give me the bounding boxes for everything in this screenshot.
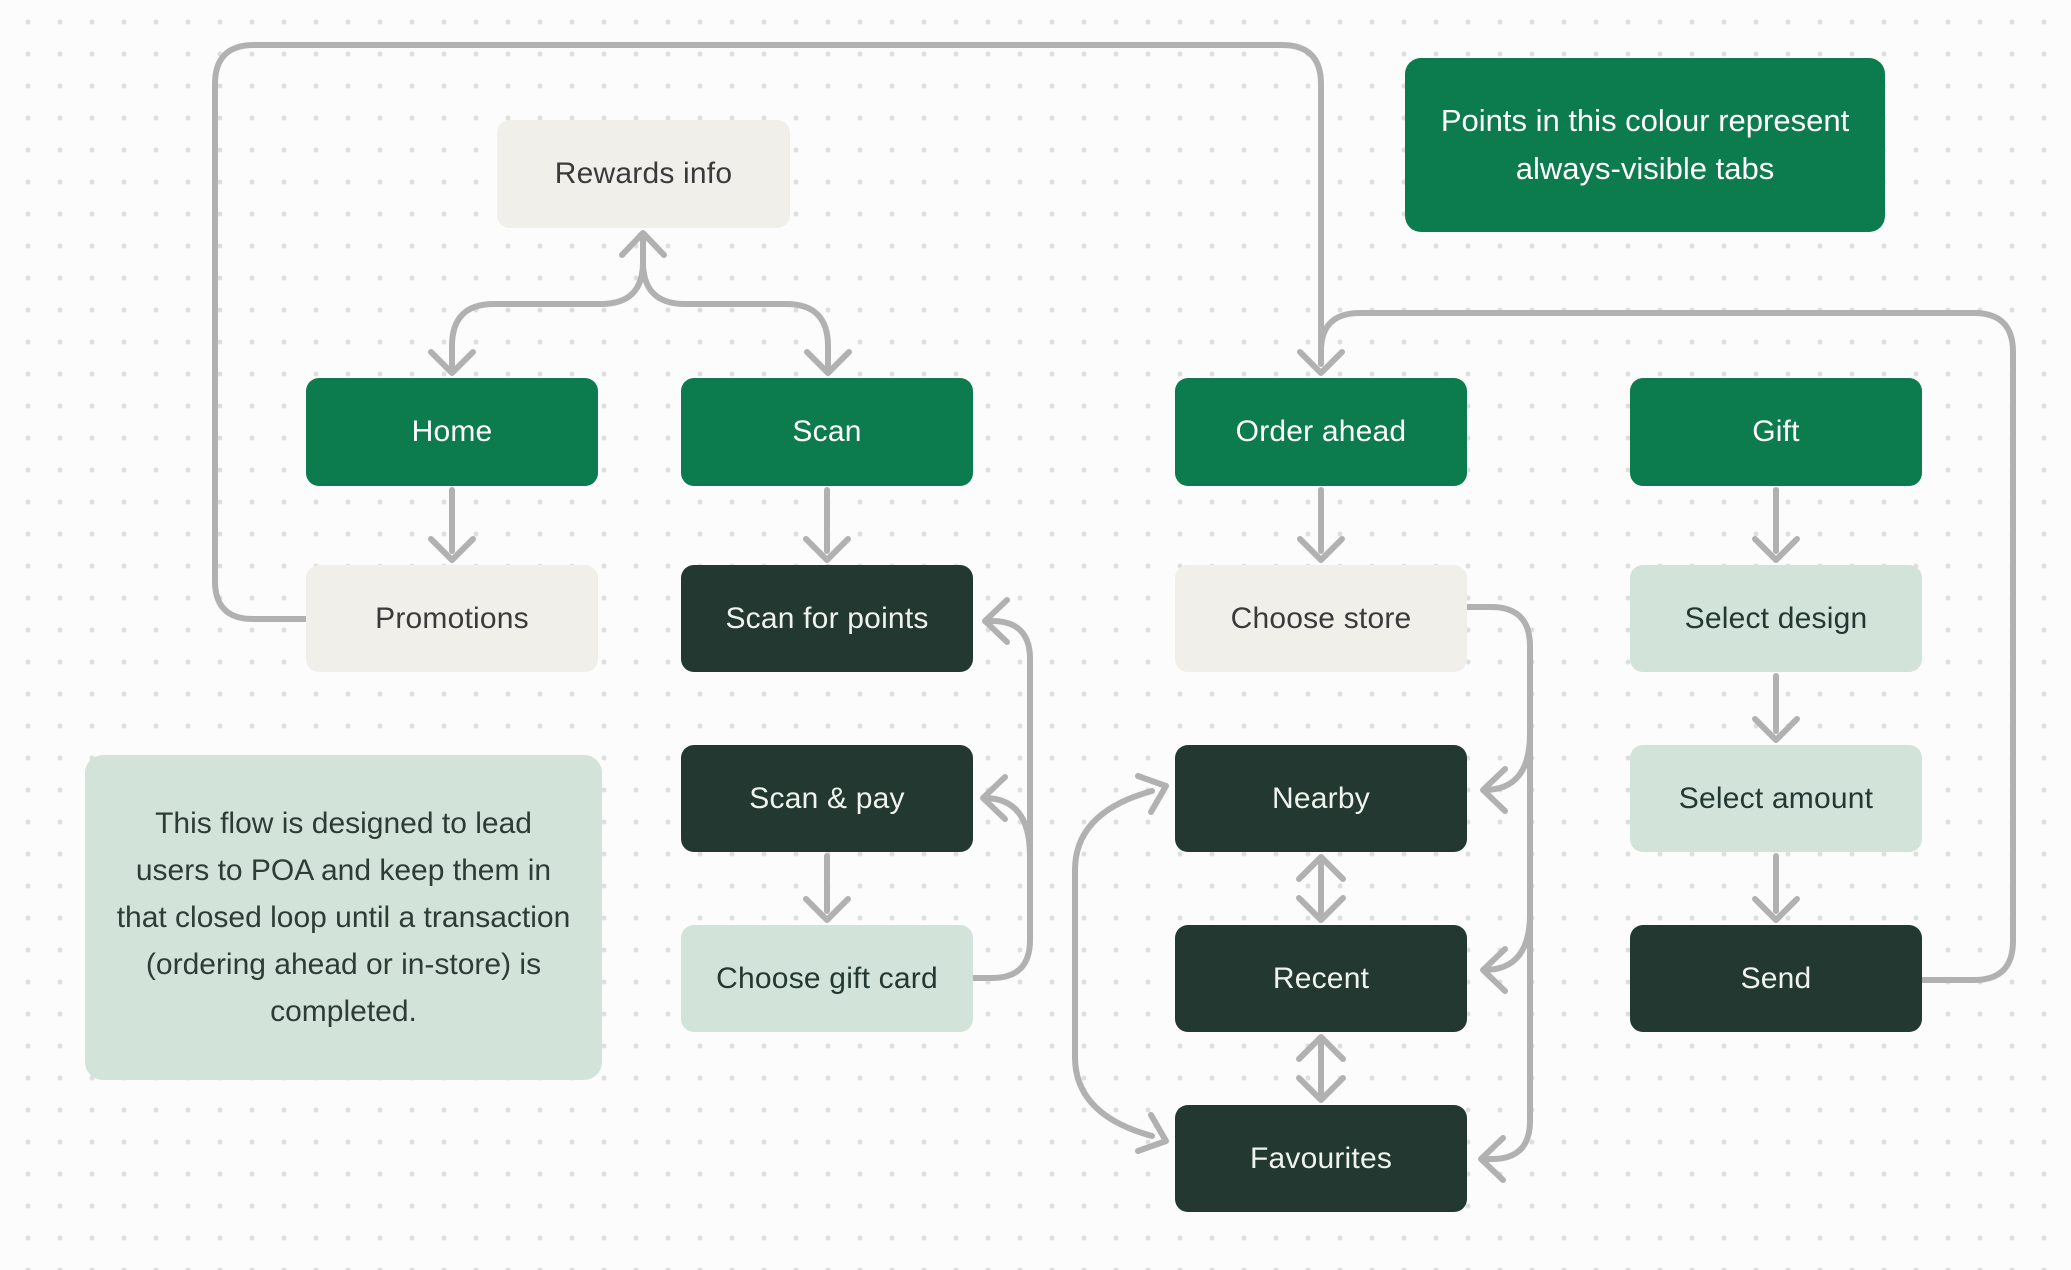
arrowhead-down-home bbox=[428, 349, 476, 376]
node-promotions[interactable]: Promotions bbox=[306, 565, 598, 672]
connector-choosegiftcard-scan-loop bbox=[970, 597, 1033, 981]
node-home[interactable]: Home bbox=[306, 378, 598, 486]
arrowhead-down-scan bbox=[804, 349, 852, 376]
connector-scanpay-choosegiftcard bbox=[803, 853, 851, 923]
node-select-amount[interactable]: Select amount bbox=[1630, 745, 1922, 852]
node-scan-for-points[interactable]: Scan for points bbox=[681, 565, 973, 672]
node-order-ahead[interactable]: Order ahead bbox=[1175, 378, 1467, 486]
arrowhead-down-promotions bbox=[428, 536, 476, 563]
node-choose-gift-card[interactable]: Choose gift card bbox=[681, 925, 973, 1032]
arrowhead-left-recent bbox=[1480, 946, 1508, 994]
arrowhead-up-nearby bbox=[1296, 854, 1346, 882]
arrowhead-into-favourites-left bbox=[1135, 1112, 1169, 1154]
node-gift[interactable]: Gift bbox=[1630, 378, 1922, 486]
connector-rewards-branch bbox=[428, 230, 852, 376]
connector-home-promotions bbox=[428, 487, 476, 563]
arrowhead-down-scan-for-points bbox=[803, 536, 851, 563]
arrowhead-left-nearby bbox=[1480, 766, 1508, 814]
arrowhead-down-choose-gift-card bbox=[803, 896, 851, 923]
node-rewards-info[interactable]: Rewards info bbox=[497, 120, 790, 228]
node-choose-store[interactable]: Choose store bbox=[1175, 565, 1467, 672]
connector-choosestore-storelists bbox=[1464, 604, 1533, 1183]
connector-recent-favourites-bidirectional bbox=[1296, 1034, 1346, 1103]
arrowhead-into-nearby-left bbox=[1135, 773, 1169, 815]
arrowhead-left-scan-and-pay bbox=[980, 774, 1008, 822]
arrowhead-down-choose-store bbox=[1297, 536, 1345, 563]
arrowhead-up-rewards-info bbox=[619, 230, 667, 258]
arrowhead-down-favourites bbox=[1296, 1075, 1346, 1103]
arrowhead-down-order-ahead bbox=[1297, 349, 1345, 376]
connector-scan-scanforpoints bbox=[803, 487, 851, 563]
connector-selectdesign-selectamount bbox=[1752, 673, 1800, 743]
connector-gift-selectdesign bbox=[1752, 487, 1800, 563]
connector-selectamount-send bbox=[1752, 853, 1800, 923]
arrowhead-down-recent bbox=[1296, 895, 1346, 923]
connector-orderahead-choosestore bbox=[1297, 487, 1345, 563]
node-nearby[interactable]: Nearby bbox=[1175, 745, 1467, 852]
connector-nearby-favourites-bypass bbox=[1072, 773, 1169, 1154]
node-scan-and-pay[interactable]: Scan & pay bbox=[681, 745, 973, 852]
legend-always-visible-note[interactable]: Points in this colour represent always-v… bbox=[1405, 58, 1885, 232]
flow-description-note[interactable]: This flow is designed to lead users to P… bbox=[85, 755, 602, 1080]
node-scan[interactable]: Scan bbox=[681, 378, 973, 486]
arrowhead-left-scan-for-points bbox=[982, 597, 1010, 645]
node-recent[interactable]: Recent bbox=[1175, 925, 1467, 1032]
arrowhead-down-select-design bbox=[1752, 536, 1800, 563]
arrowhead-up-recent bbox=[1296, 1034, 1346, 1062]
node-favourites[interactable]: Favourites bbox=[1175, 1105, 1467, 1212]
node-select-design[interactable]: Select design bbox=[1630, 565, 1922, 672]
node-send[interactable]: Send bbox=[1630, 925, 1922, 1032]
arrowhead-down-send bbox=[1752, 896, 1800, 923]
connector-nearby-recent-bidirectional bbox=[1296, 854, 1346, 923]
arrowhead-down-select-amount bbox=[1752, 716, 1800, 743]
arrowhead-left-favourites bbox=[1478, 1135, 1506, 1183]
